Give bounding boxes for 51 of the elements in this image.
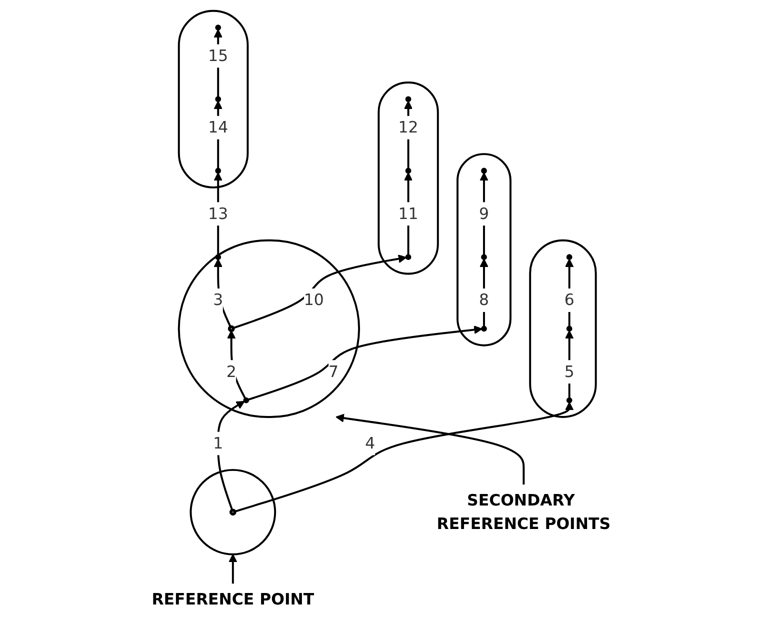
edge-label: 3 [213, 290, 224, 310]
node-circle [215, 24, 222, 30]
group-capsule [529, 239, 598, 418]
node-circle [566, 326, 573, 332]
edge-label: 14 [208, 118, 228, 136]
node-circle [215, 254, 222, 260]
arrow [214, 29, 223, 98]
node-text: REFERENCE POINT [152, 590, 314, 608]
arrow [480, 258, 489, 327]
node-circle [228, 325, 236, 332]
node-circle [230, 508, 237, 516]
edge-label: 13 [208, 204, 228, 223]
node-circle [566, 254, 573, 260]
node-circle [406, 96, 412, 102]
arrow [214, 172, 223, 256]
node-text: SECONDARY REFERENCE POINTS [437, 490, 611, 533]
arrow [480, 172, 489, 256]
node-circle [243, 397, 250, 404]
arrow [404, 100, 413, 169]
diagram-drawing: 1 2 3 4 5 6 7 8 9 10 11 12 13 14 15 REFERENCE POINT SECONDARY REFERENCE POINTS [136, 3, 638, 623]
arrow [248, 325, 483, 401]
arrow [233, 254, 407, 329]
node-circle [566, 397, 573, 404]
node-circle [215, 168, 222, 174]
edge-label: 10 [304, 290, 324, 310]
node-circle [215, 96, 222, 102]
arrow [336, 414, 525, 485]
edge-label: 15 [208, 46, 228, 65]
arrow [234, 402, 574, 512]
arrow [217, 400, 246, 511]
arrow [404, 172, 413, 256]
node-circle [406, 254, 412, 260]
edge-label: 5 [564, 362, 575, 381]
node-circle [481, 168, 488, 174]
edge-label: 9 [479, 204, 490, 223]
edge-label: 8 [479, 290, 490, 310]
edge-label: 6 [564, 290, 575, 310]
node-circle [481, 254, 488, 260]
edge-label: 2 [226, 362, 237, 381]
reference-circle [190, 468, 276, 556]
edge-label: 7 [328, 362, 339, 381]
edge-label: 12 [398, 118, 419, 136]
arrow [565, 330, 574, 398]
arrow [565, 258, 574, 327]
edge-label: 11 [398, 204, 419, 223]
edge-label: 1 [213, 434, 224, 452]
node-circle [406, 168, 412, 174]
edge-label: 4 [365, 434, 376, 452]
arrow [228, 554, 238, 584]
arrow [214, 100, 223, 169]
node-circle [481, 326, 488, 332]
